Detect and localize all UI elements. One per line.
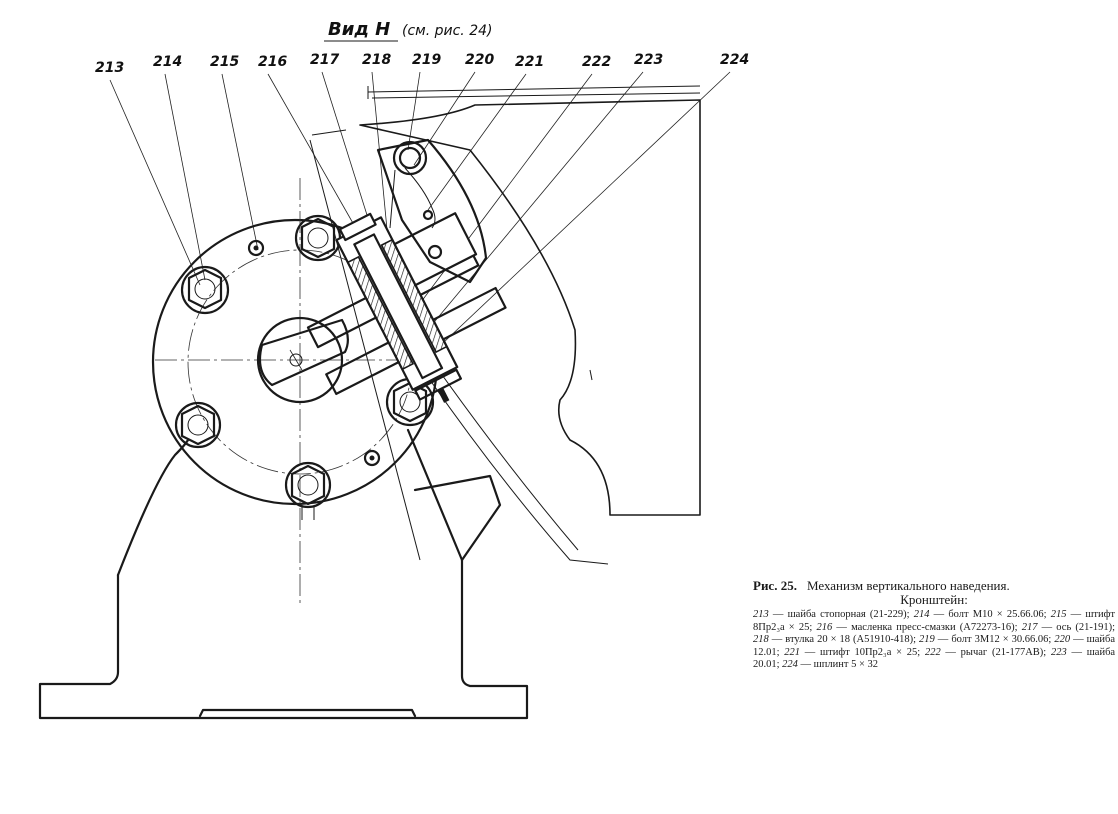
leader-214: [164, 73, 206, 281]
bushing-section-left: [346, 255, 415, 371]
caption-part: 219 — болт 3М12 × 30.66.06;: [919, 634, 1052, 645]
callout-223: 223: [634, 52, 663, 68]
axis-217: [353, 233, 444, 380]
leader-224: [424, 71, 731, 361]
bolt-washer: [180, 265, 230, 315]
bolt-left-upper: [180, 265, 230, 315]
pedestal-slot: [198, 708, 417, 718]
pin-upper-center: [253, 245, 259, 251]
bolt-face: [187, 414, 209, 436]
bolt-face: [399, 391, 421, 413]
callout-216: 216: [258, 54, 287, 70]
lever-assembly: [306, 212, 507, 403]
callout-217: 217: [310, 52, 339, 68]
bolt-219-washer: [392, 140, 428, 176]
leader-215: [221, 73, 259, 251]
caption-part: 215 — штифт 8Пр2₃а × 25;: [753, 609, 1116, 633]
bolt-bottom: [284, 461, 332, 520]
body-panel: [309, 85, 701, 565]
panel-outline: [359, 99, 701, 516]
caption-heading: Рис. 25. Механизм вертикального наведения…: [753, 579, 1115, 593]
caption-title: Механизм вертикального наведения.: [806, 578, 1010, 593]
callout-219: 219: [412, 52, 441, 68]
bolt-washer: [174, 401, 222, 449]
caption-part: 217 — ось (21-191);: [1021, 621, 1116, 633]
bracket-edge: [389, 169, 396, 229]
callout-labels: 213 214 215 216 217 218 219 220 221 222 …: [95, 52, 749, 76]
callout-220: 220: [465, 52, 494, 68]
view-title-text: Вид Н: [328, 19, 390, 40]
caption-part: 222 — рычаг (21-177АВ);: [924, 646, 1047, 658]
bolt-head: [187, 268, 223, 310]
panel-top-edge-inner: [371, 92, 701, 99]
callout-218: 218: [362, 52, 391, 68]
spring-path: [404, 167, 436, 229]
bolt-washer: [284, 461, 332, 509]
caption-part: 220 — шайба 12.01;: [753, 634, 1115, 658]
panel-curve-outer: [429, 379, 609, 565]
callout-224: 224: [720, 52, 749, 68]
caption-parts-list: 213 — шайба стопорная (21-229); 214 — бо…: [753, 609, 1115, 672]
bolt-face: [307, 227, 329, 249]
pin-lower: [363, 449, 381, 467]
caption-subtitle: Кронштейн:: [900, 592, 968, 607]
hub-slot: [258, 318, 349, 387]
bolt-head: [290, 464, 326, 506]
panel-diagonal: [309, 139, 421, 561]
oiler-216: [338, 212, 377, 242]
bolt-219-head: [398, 146, 422, 170]
lever-pivot: [427, 244, 443, 260]
caption-part: 221 — штифт 10Пр2₃а × 25;: [784, 646, 921, 658]
panel-top-edge-outer: [367, 85, 701, 93]
figure-caption: Рис. 25. Механизм вертикального наведения…: [753, 579, 1115, 672]
caption-part: 218 — втулка 20 × 18 (А51910-418);: [753, 634, 917, 645]
callout-214: 214: [153, 54, 182, 70]
caption-part: 224 — шплинт 5 × 32: [782, 659, 878, 670]
caption-part: 223 — шайба 20.01;: [753, 646, 1116, 671]
leader-223: [414, 71, 644, 346]
cotter-pin-224: [437, 387, 450, 403]
bolt-face: [194, 278, 216, 300]
pedestal-left-curve: [116, 438, 190, 577]
caption-part: 214 — болт М10 × 25.66.06;: [913, 609, 1047, 620]
pins: [247, 239, 381, 467]
panel-curve-inner: [439, 371, 579, 551]
leader-213: [109, 79, 201, 286]
pedestal-rib: [413, 474, 502, 562]
panel-left-stub: [311, 129, 347, 136]
pin-upper: [247, 239, 265, 257]
bolt-head: [180, 404, 216, 446]
panel-mark: [589, 369, 593, 381]
callout-215: 215: [210, 54, 239, 70]
lever-bracket-outline: [376, 138, 488, 284]
view-title: Вид Н (см. рис. 24): [324, 19, 492, 42]
caption-part: 213 — шайба стопорная (21-229);: [753, 609, 910, 620]
pin-lower-center: [369, 455, 375, 461]
callout-221: 221: [515, 54, 544, 70]
leader-222: [399, 73, 593, 331]
bolt-head: [300, 217, 336, 259]
callout-222: 222: [582, 54, 611, 70]
caption-part: 216 — масленка пресс-смазки (А72273-16);: [816, 621, 1018, 633]
pedestal: [38, 428, 529, 720]
view-reference: (см. рис. 24): [402, 23, 492, 39]
caption-figure-label: Рис. 25.: [753, 578, 797, 593]
leader-221: [427, 73, 527, 211]
pedestal-body: [38, 428, 529, 720]
bolt-face: [297, 474, 319, 496]
hub-pin-cross: [289, 349, 303, 371]
pin-221: [422, 209, 434, 221]
callout-213: 213: [95, 60, 124, 76]
bolt-left-lower: [174, 401, 222, 449]
hub-pin: [289, 353, 303, 367]
hub-circle: [256, 316, 344, 404]
lever-bracket: [376, 138, 488, 284]
bushing-section-right: [380, 238, 448, 354]
